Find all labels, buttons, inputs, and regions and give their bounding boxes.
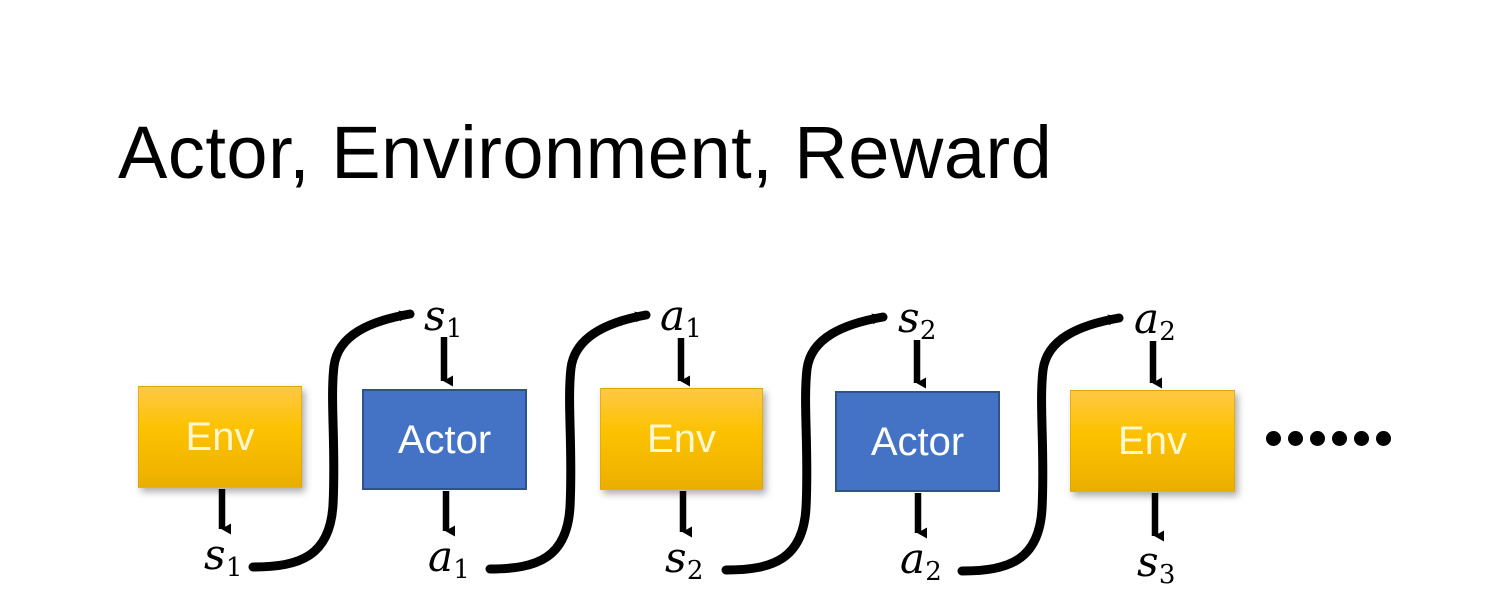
node-env-2[interactable]: Env xyxy=(600,388,763,490)
down-arrow-group-into-boxes xyxy=(440,337,1163,389)
node-label: Env xyxy=(185,415,255,459)
label-top-action-1: a1 xyxy=(660,295,702,343)
node-actor-2[interactable]: Actor xyxy=(835,391,1000,492)
label-subscript: 1 xyxy=(453,555,470,586)
label-subscript: 2 xyxy=(686,556,704,587)
label-base: a xyxy=(1134,294,1160,343)
label-bottom-state-2: s2 xyxy=(665,537,703,585)
label-base: s xyxy=(665,533,687,582)
label-top-state-1: s1 xyxy=(424,295,462,343)
label-top-state-2: s2 xyxy=(898,297,936,345)
label-bottom-state-3: s3 xyxy=(1137,541,1175,589)
ellipsis-dot xyxy=(1354,431,1369,446)
label-base: a xyxy=(660,291,686,340)
label-base: a xyxy=(428,532,454,581)
node-label: Env xyxy=(1118,419,1187,463)
label-bottom-action-1: a1 xyxy=(428,536,470,584)
node-actor-1[interactable]: Actor xyxy=(362,389,527,490)
label-subscript: 3 xyxy=(1158,560,1176,591)
node-env-3[interactable]: Env xyxy=(1070,390,1235,492)
label-bottom-action-2: a2 xyxy=(900,538,942,586)
ellipsis-dot xyxy=(1332,431,1347,446)
label-subscript: 1 xyxy=(225,553,243,584)
label-subscript: 2 xyxy=(925,557,942,588)
down-arrow-group-out-of-boxes xyxy=(218,489,1165,542)
page-title: Actor, Environment, Reward xyxy=(118,111,1053,194)
node-env-1[interactable]: Env xyxy=(138,386,302,488)
label-top-action-2: a2 xyxy=(1134,298,1176,346)
label-bottom-state-1: s1 xyxy=(204,534,242,582)
ellipsis-continuation xyxy=(1266,431,1391,446)
node-label: Actor xyxy=(870,419,965,464)
label-subscript: 2 xyxy=(919,316,937,347)
ellipsis-dot xyxy=(1376,431,1391,446)
ellipsis-dot xyxy=(1266,431,1281,446)
label-base: s xyxy=(424,291,446,340)
label-base: s xyxy=(1137,537,1159,586)
node-label: Actor xyxy=(397,417,492,462)
label-subscript: 2 xyxy=(1159,317,1176,348)
label-subscript: 1 xyxy=(445,314,463,345)
node-label: Env xyxy=(647,417,716,461)
label-base: s xyxy=(898,293,920,342)
label-base: a xyxy=(900,534,926,583)
label-subscript: 1 xyxy=(685,314,702,345)
ellipsis-dot xyxy=(1310,431,1325,446)
label-base: s xyxy=(204,530,226,579)
ellipsis-dot xyxy=(1288,431,1303,446)
